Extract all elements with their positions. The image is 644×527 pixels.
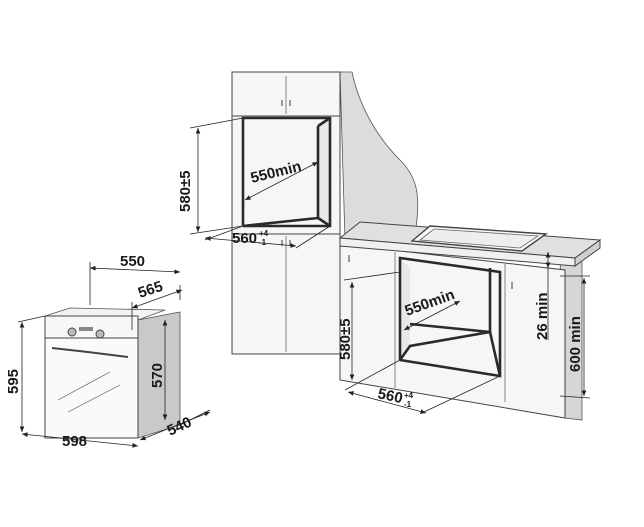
drawing-stroke: [89, 265, 181, 275]
drawing-stroke: [57, 371, 111, 401]
tall-niche-width-tol-plus: +4: [259, 229, 269, 238]
drawing-stroke: [67, 384, 121, 413]
drawing-stroke: [295, 225, 331, 249]
drawing-stroke: [347, 391, 427, 414]
drawing-stroke: [21, 432, 139, 448]
drawing-stroke: [189, 117, 244, 129]
drawing-stroke: [344, 359, 401, 391]
oven-depth-top-label: 550: [120, 253, 145, 270]
drawing-stroke: [559, 395, 591, 399]
drawing-stroke: [204, 236, 297, 248]
oven-handle: [51, 347, 129, 358]
tall-niche-height-label: 580±5: [177, 170, 194, 212]
under-counter-cabinet: 580±5 550min 560 +4 -1 26 min 600 min: [337, 221, 602, 421]
gap-top-label: 26 min: [534, 292, 551, 340]
drawing-stroke: [131, 289, 183, 309]
oven-knob-right: [95, 329, 105, 339]
base-cabinet: [339, 243, 566, 419]
drawing-stroke: [179, 409, 211, 426]
drawing-stroke: [17, 315, 46, 323]
drawing-stroke: [189, 225, 244, 235]
tall-niche-width-tol-minus: -1: [259, 238, 267, 247]
wall: [339, 71, 419, 241]
niche-side: [318, 118, 330, 226]
oven: 550 565 595 570 598 540: [5, 253, 211, 450]
under-niche-width-tol-plus: +4: [404, 391, 414, 400]
oven-width-label: 598: [62, 433, 87, 450]
drawing-stroke: [317, 216, 331, 228]
under-niche-height-label: 580±5: [337, 318, 354, 360]
drawing-stroke: [139, 411, 211, 441]
drawing-stroke: [574, 239, 601, 267]
drawing-stroke: [418, 228, 540, 249]
tall-cabinet: 580±5 550min 560 +4 -1: [177, 71, 419, 355]
under-niche-width-label: 560: [376, 385, 404, 407]
oven-body-height-label: 570: [149, 363, 166, 388]
drawing-stroke: [317, 116, 331, 128]
min-height-label: 600 min: [567, 316, 584, 372]
oven-display: [79, 327, 93, 331]
oven-depth-body-label: 565: [136, 278, 165, 302]
drawing-stroke: [343, 271, 401, 281]
under-niche-width-tol-minus: -1: [404, 400, 412, 409]
oven-knob-left: [67, 327, 77, 337]
tall-niche-width-label: 560: [232, 230, 257, 247]
drawing-stroke: [403, 300, 461, 331]
oven-height-label: 595: [5, 369, 22, 394]
drawing-stroke: [398, 256, 502, 378]
drawing-stroke: [244, 161, 319, 201]
drawing-stroke: [398, 330, 502, 377]
drawing-stroke: [423, 375, 501, 413]
